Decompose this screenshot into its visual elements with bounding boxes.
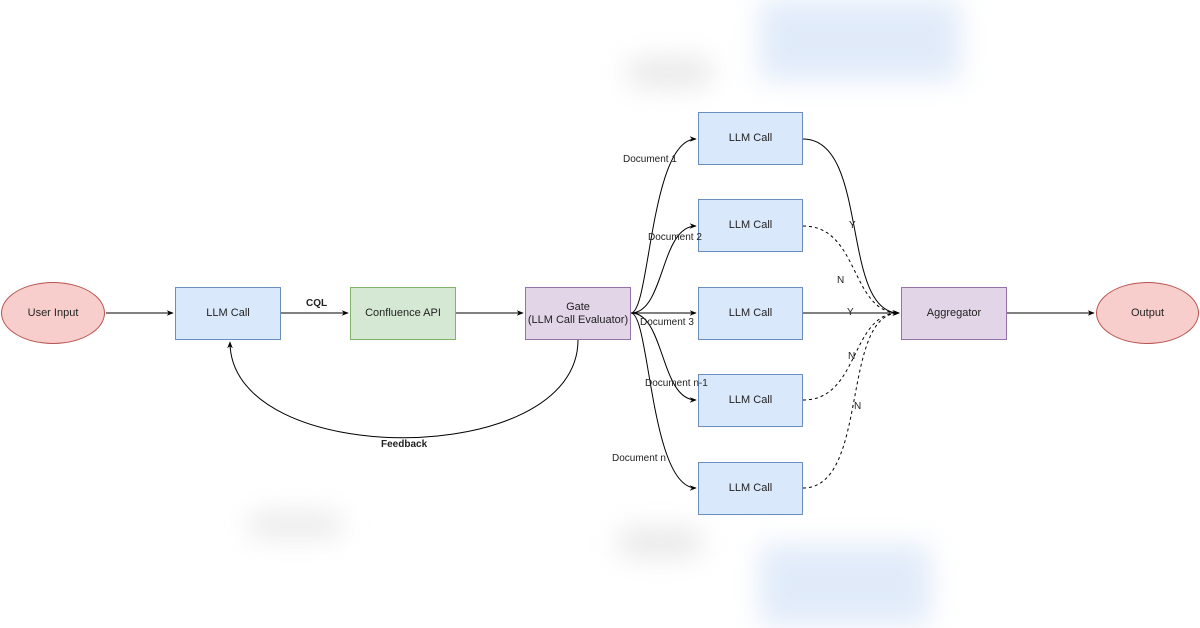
edge-feedback bbox=[227, 339, 579, 439]
blurred-shape-bottom-far-left bbox=[250, 515, 340, 535]
llm-call-4-label: LLM Call bbox=[728, 394, 773, 406]
edge-label-document-1: Document 1 bbox=[623, 154, 677, 165]
edge-gate-docn1 bbox=[630, 312, 697, 403]
blurred-shape-top-left bbox=[630, 60, 710, 85]
llm-call-5-node: LLM Call bbox=[698, 462, 803, 515]
blurred-shape-bottom-left bbox=[620, 530, 700, 555]
llm-call-4-node: LLM Call bbox=[698, 374, 803, 427]
edge-label-y-3: Y bbox=[847, 307, 854, 318]
llm-call-main-node: LLM Call bbox=[175, 287, 281, 340]
edge-call5-agg bbox=[802, 310, 900, 489]
gate-label: Gate bbox=[566, 300, 590, 313]
edge-label-cql: CQL bbox=[306, 298, 328, 309]
llm-call-1-node: LLM Call bbox=[698, 112, 803, 165]
llm-call-3-node: LLM Call bbox=[698, 287, 803, 340]
edge-gate-docn bbox=[630, 312, 697, 491]
gate-node: Gate (LLM Call Evaluator) bbox=[525, 287, 631, 340]
blurred-shape-top bbox=[760, 0, 960, 80]
edge-label-document-n-1: Document n-1 bbox=[645, 378, 708, 389]
llm-call-2-label: LLM Call bbox=[728, 219, 773, 231]
edge-label-document-3: Document 3 bbox=[640, 317, 694, 328]
gate-sublabel: (LLM Call Evaluator) bbox=[527, 313, 629, 326]
user-input-node: User Input bbox=[1, 282, 105, 344]
edge-gate-doc2 bbox=[630, 223, 697, 314]
edge-label-y-1: Y bbox=[849, 220, 856, 231]
edge-label-n-2: N bbox=[837, 275, 845, 286]
blurred-shape-bottom bbox=[760, 545, 930, 625]
output-node: Output bbox=[1096, 282, 1199, 344]
aggregator-node: Aggregator bbox=[901, 287, 1007, 340]
edge-call4-agg bbox=[802, 310, 900, 401]
edge-label-document-n: Document n bbox=[612, 453, 666, 464]
confluence-api-node: Confluence API bbox=[350, 287, 456, 340]
edge-gate-doc1 bbox=[630, 136, 697, 314]
user-input-label: User Input bbox=[27, 306, 79, 319]
edge-label-n-5: N bbox=[854, 401, 862, 412]
edge-label-n-4: N bbox=[848, 351, 856, 362]
llm-call-5-label: LLM Call bbox=[728, 482, 773, 494]
aggregator-label: Aggregator bbox=[926, 307, 982, 319]
edge-call1-agg bbox=[802, 138, 900, 316]
output-label: Output bbox=[1130, 306, 1165, 319]
llm-call-1-label: LLM Call bbox=[728, 132, 773, 144]
llm-call-2-node: LLM Call bbox=[698, 199, 803, 252]
edge-label-document-2: Document 2 bbox=[648, 232, 702, 243]
confluence-api-label: Confluence API bbox=[365, 307, 441, 319]
edge-call2-agg bbox=[802, 225, 900, 316]
llm-call-3-label: LLM Call bbox=[728, 307, 773, 319]
edge-label-feedback: Feedback bbox=[381, 439, 428, 450]
llm-call-main-label: LLM Call bbox=[206, 307, 250, 319]
